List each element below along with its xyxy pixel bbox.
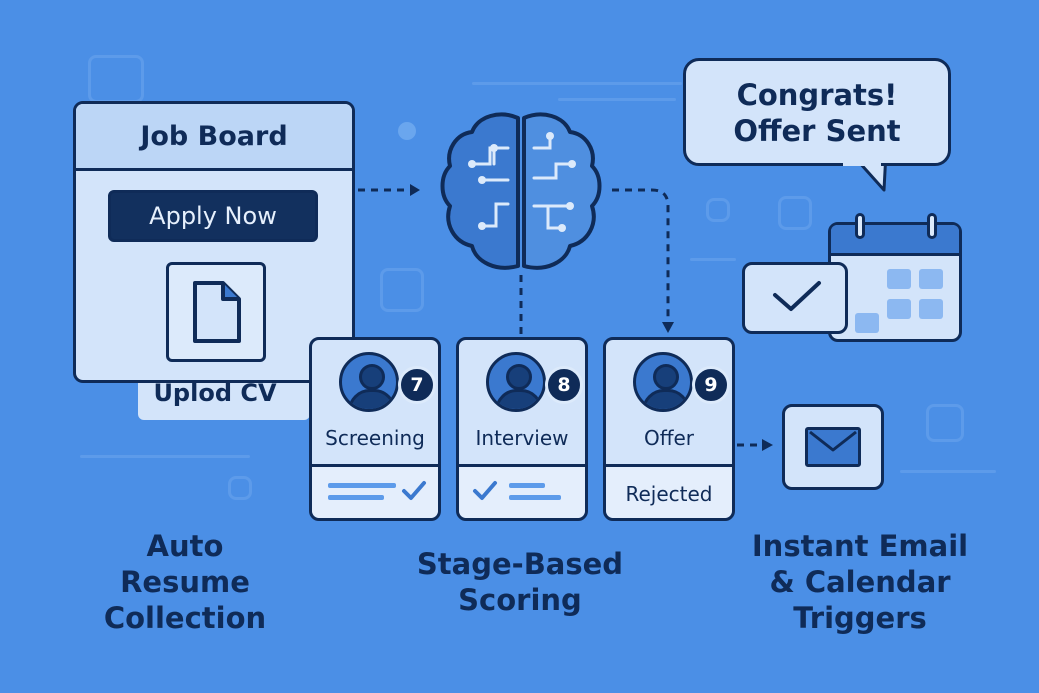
stage-name: Screening	[325, 426, 425, 450]
arrowhead	[662, 322, 674, 333]
stage-outcome: Rejected	[625, 482, 713, 506]
speech-bubble-icon: Congrats! Offer Sent	[683, 58, 951, 166]
bubble-line-1: Congrats!	[736, 78, 898, 112]
avatar-icon	[339, 352, 399, 412]
stage-name: Offer	[643, 426, 695, 450]
check-icon	[402, 481, 426, 500]
bg-circle-decoration	[398, 122, 416, 140]
bubble-line-2: Offer Sent	[733, 114, 901, 148]
arrowhead	[410, 184, 420, 196]
bubble-tail-joint	[843, 160, 881, 166]
score-badge: 8	[545, 366, 583, 404]
caption-resume-collection: Auto Resume Collection	[103, 529, 267, 635]
check-icon	[473, 481, 497, 500]
stage-card-screening[interactable]: 7 Screening	[309, 337, 441, 521]
bg-square-decoration	[228, 476, 252, 500]
bg-square-decoration	[778, 196, 812, 230]
score-badge: 7	[398, 366, 436, 404]
avatar-icon	[486, 352, 546, 412]
caption-email-calendar: Instant Email & Calendar Triggers	[751, 529, 969, 635]
avatar-icon	[633, 352, 693, 412]
calendar-icon	[828, 213, 962, 342]
score-badge: 9	[692, 366, 730, 404]
email-card[interactable]	[782, 404, 884, 490]
arrowhead	[762, 439, 773, 451]
bg-square-decoration	[706, 198, 730, 222]
bg-line-decoration	[80, 455, 250, 458]
stage-card-interview[interactable]: 8 Interview	[456, 337, 588, 521]
brain-circuit-icon	[440, 112, 602, 270]
confirmation-card	[742, 262, 848, 334]
bg-square-decoration	[380, 268, 424, 312]
caption-stage-scoring: Stage-Based Scoring	[416, 547, 624, 617]
upload-cv-label[interactable]: Uplod CV	[153, 379, 277, 407]
bg-square-decoration	[926, 404, 964, 442]
stage-status	[459, 467, 585, 518]
connector-brain-to-offer	[612, 188, 670, 322]
envelope-icon	[805, 427, 861, 467]
job-board-title: Job Board	[76, 104, 352, 171]
document-icon	[166, 262, 266, 362]
stage-card-offer[interactable]: 9 Offer Rejected	[603, 337, 735, 521]
upload-cv-panel[interactable]	[138, 378, 310, 420]
check-icon	[773, 281, 821, 311]
stage-status	[312, 467, 438, 518]
bg-line-decoration	[558, 98, 676, 101]
bg-line-decoration	[900, 470, 996, 473]
bg-line-decoration	[472, 82, 682, 85]
stage-name: Interview	[475, 426, 569, 450]
bg-line-decoration	[690, 258, 736, 261]
apply-now-button[interactable]: Apply Now	[108, 190, 318, 242]
